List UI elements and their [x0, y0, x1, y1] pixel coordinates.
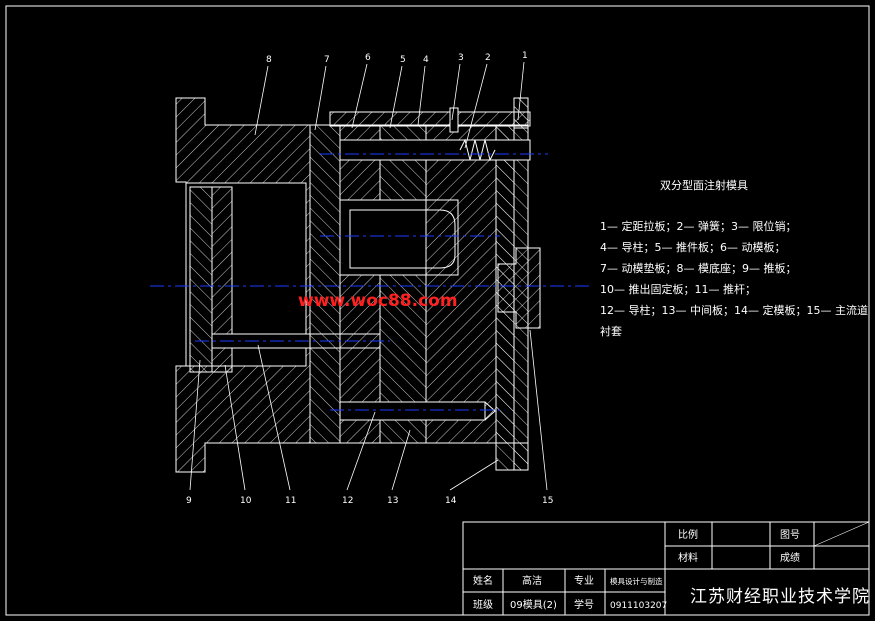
major-label: 专业 [574, 574, 594, 587]
centerlines [150, 153, 590, 411]
part-number-label: 7 [324, 55, 330, 65]
drawing-title: 双分型面注射模具 [660, 179, 748, 192]
sprue-bushing [497, 247, 541, 329]
school-name: 江苏财经职业技术学院 [690, 587, 870, 607]
part-number-label: 13 [387, 496, 398, 506]
legend-line: 1— 定距拉板；2— 弹簧；3— 限位销； [600, 220, 797, 233]
drawing-no-label: 图号 [780, 529, 800, 541]
student-id-value: 0911103207 [610, 601, 667, 611]
legend-line: 12— 导柱；13— 中间板；14— 定模板；15— 主流道 [600, 304, 868, 317]
part-number-label: 1 [522, 51, 528, 61]
legend-line: 7— 动模垫板；8— 模底座；9— 推板； [600, 262, 797, 275]
class-value: 09模具(2) [510, 599, 557, 611]
moving-plate [339, 124, 381, 444]
parts-legend: 1— 定距拉板；2— 弹簧；3— 限位销； 4— 导柱；5— 推件板；6— 动模… [600, 216, 870, 342]
ejector-retainer-plate [211, 186, 233, 373]
name-value: 高洁 [522, 574, 542, 587]
name-label: 姓名 [473, 574, 493, 587]
middle-plate [425, 124, 497, 444]
title-block [462, 521, 870, 616]
part-number-label: 8 [266, 55, 272, 65]
part-number-label: 10 [240, 496, 252, 506]
part-numbers-top: 8 7 6 5 4 3 2 1 [266, 51, 528, 65]
material-label: 材料 [678, 551, 698, 564]
part-numbers-bottom: 9 10 11 12 13 14 15 [186, 496, 553, 506]
legend-line: 衬套 [600, 325, 622, 338]
part-number-label: 3 [458, 53, 464, 63]
title-block-text: 比例 图号 材料 成绩 姓名 高洁 专业 模具设计与制造 班级 09模具(2) … [473, 528, 800, 611]
student-id-label: 学号 [574, 598, 594, 611]
part-number-label: 14 [445, 496, 457, 506]
stripper-plate [379, 124, 427, 444]
watermark: www.woc88.com [298, 291, 458, 311]
scale-label: 比例 [678, 528, 698, 541]
part-number-label: 6 [365, 53, 371, 63]
moving-support-plate [309, 124, 341, 444]
part-number-label: 12 [342, 496, 353, 506]
part-number-label: 11 [285, 496, 296, 506]
guide-assembly-top [329, 97, 531, 162]
part-number-label: 4 [423, 55, 429, 65]
part-number-label: 5 [400, 55, 406, 65]
guide-pin-lower [339, 401, 496, 421]
drawing-frame [5, 5, 870, 616]
part-number-label: 15 [542, 496, 553, 506]
part-number-label: 2 [485, 53, 491, 63]
push-plate [189, 186, 213, 373]
major-value: 模具设计与制造 [610, 576, 663, 586]
legend-line: 10— 推出固定板；11— 推杆； [600, 283, 756, 296]
leader-lines [189, 61, 548, 491]
class-label: 班级 [473, 599, 493, 611]
legend-line: 4— 导柱；5— 推件板；6— 动模板； [600, 241, 786, 254]
part-number-label: 9 [186, 496, 192, 506]
grade-label: 成绩 [780, 551, 800, 564]
